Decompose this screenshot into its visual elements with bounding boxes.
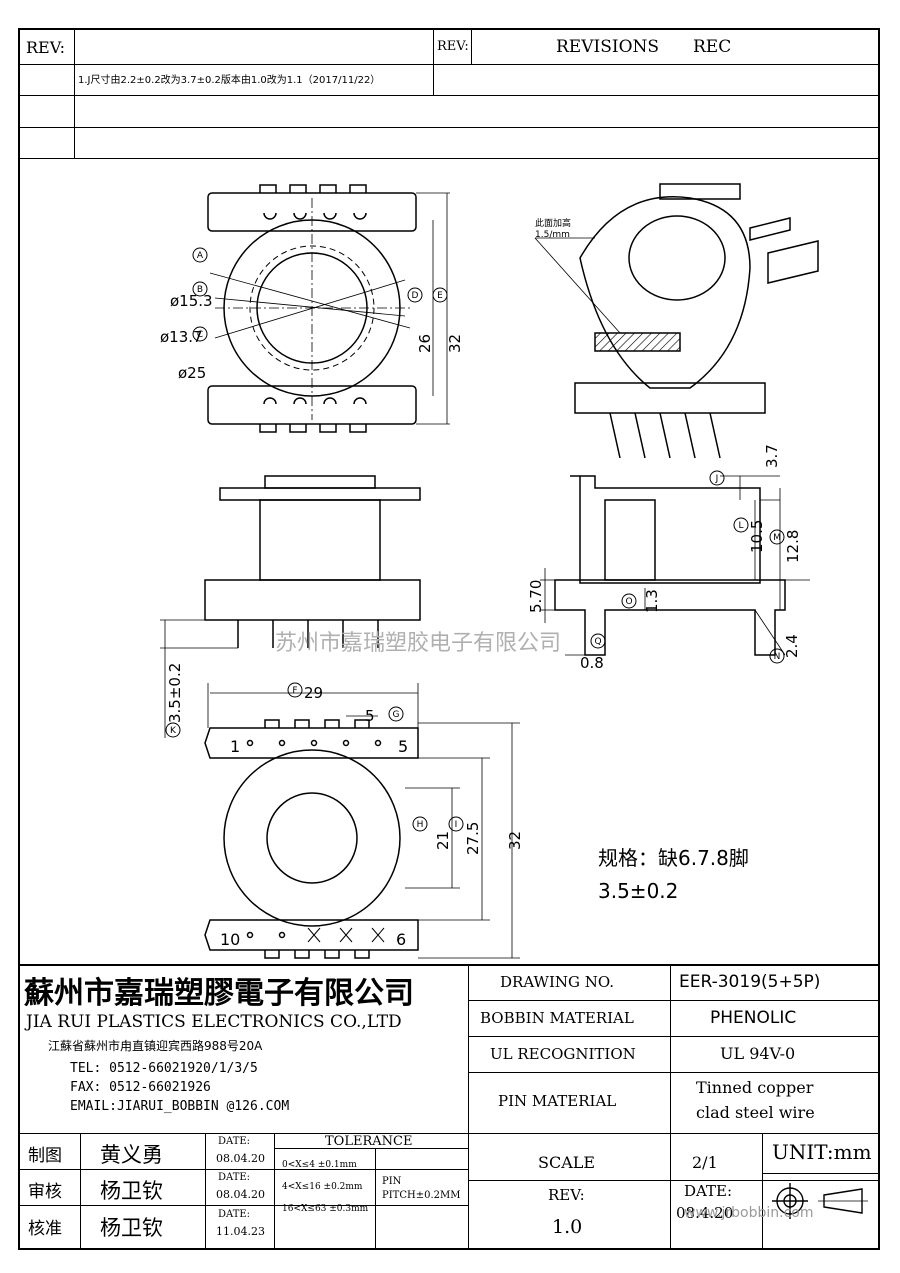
- pin-material-value-1: Tinned copper: [696, 1078, 814, 1097]
- marker-e: E: [437, 291, 443, 301]
- dim-5-70: 5.70: [527, 580, 545, 613]
- top-view: [207, 184, 450, 433]
- role-approver: 核准: [28, 1219, 62, 1239]
- dim-26: 26: [416, 334, 434, 353]
- date-label-drafter: DATE:: [218, 1136, 251, 1147]
- pin-pitch-line-1: PIN: [382, 1176, 402, 1187]
- tolerance-row-2: 4<X≤16 ±0.2mm: [282, 1182, 363, 1192]
- rec-header: REC: [693, 37, 732, 57]
- iso-note-line2: 1.5/mm: [535, 230, 570, 240]
- drawing-no-label: DRAWING NO.: [500, 973, 615, 991]
- unit-label: UNIT:mm: [772, 1140, 872, 1164]
- name-approver: 杨卫钦: [100, 1216, 163, 1240]
- company-address: 江蘇省蘇州市甪直镇迎宾西路988号20A: [48, 1039, 263, 1053]
- company-name-en: JIA RUI PLASTICS ELECTRONICS CO.,LTD: [26, 1012, 402, 1032]
- date-label-approver: DATE:: [218, 1209, 251, 1220]
- side-view: [540, 475, 810, 656]
- website-watermark: www.jrbobbin.com: [684, 1205, 814, 1221]
- dim-3-5: 3.5±0.2: [166, 663, 184, 723]
- rev-label-left: REV:: [26, 38, 66, 57]
- bobbin-material-label: BOBBIN MATERIAL: [480, 1009, 634, 1027]
- marker-k: K: [170, 726, 177, 736]
- technical-drawing: A B C D E J L M O Q N K F G H I ø15.3 ø1…: [160, 183, 819, 959]
- marker-n: N: [774, 652, 781, 662]
- company-tel: TEL: 0512-66021920/1/3/5: [70, 1061, 258, 1076]
- iso-note-line1: 此面加高: [535, 217, 571, 229]
- marker-b: B: [197, 285, 203, 295]
- marker-a: A: [197, 251, 204, 261]
- front-view: [160, 475, 421, 738]
- revision-entry-1: 1.J尺寸由2.2±0.2改为3.7±0.2版本由1.0改为1.1（2017/1…: [78, 75, 381, 86]
- dim-1-3: 1.3: [643, 589, 661, 613]
- date-reviewer: 08.04.20: [216, 1188, 265, 1201]
- company-name-cn: 蘇州市嘉瑞塑膠電子有限公司: [24, 976, 414, 1011]
- bottom-view: [204, 683, 520, 959]
- date-value: 08.4.20: [676, 1204, 734, 1222]
- scale-value: 2/1: [692, 1153, 718, 1172]
- dim-2-4: 2.4: [783, 634, 801, 658]
- tolerance-row-3: 16<X≤63 ±0.3mm: [282, 1204, 369, 1214]
- dim-phi13: ø13.7: [160, 328, 203, 346]
- spec-line2: 3.5±0.2: [598, 879, 678, 903]
- pin-5-label: 5: [398, 737, 408, 756]
- pin-material-value-2: clad steel wire: [696, 1103, 815, 1122]
- date-drafter: 08.04.20: [216, 1152, 265, 1165]
- company-email: EMAIL:JIARUI_BOBBIN @126.COM: [70, 1099, 290, 1114]
- name-reviewer: 杨卫钦: [100, 1179, 163, 1203]
- tolerance-row-1: 0<X≤4 ±0.1mm: [282, 1160, 357, 1170]
- marker-q: Q: [594, 637, 601, 647]
- marker-f: F: [292, 686, 297, 696]
- marker-m: M: [773, 533, 781, 543]
- scale-label: SCALE: [538, 1153, 596, 1172]
- dim-32a: 32: [446, 334, 464, 353]
- ul-recognition-label: UL RECOGNITION: [490, 1045, 636, 1063]
- dim-0-8: 0.8: [580, 654, 604, 672]
- watermark: 苏州市嘉瑞塑胶电子有限公司: [275, 631, 561, 656]
- pin-pitch-line-2: PITCH±0.2MM: [382, 1190, 461, 1201]
- date-label: DATE:: [684, 1182, 733, 1200]
- marker-l: L: [738, 521, 743, 531]
- marker-c: C: [197, 330, 203, 340]
- dim-32b: 32: [506, 831, 524, 850]
- rev-label: REV:: [548, 1186, 585, 1204]
- dim-5: 5: [365, 707, 375, 725]
- date-approver: 11.04.23: [216, 1225, 265, 1238]
- marker-j: J: [715, 474, 719, 484]
- bobbin-material-value: PHENOLIC: [710, 1008, 797, 1028]
- dim-21: 21: [434, 831, 452, 850]
- rev-label-right: REV:: [437, 39, 469, 54]
- spec-line1: 规格：缺6.7.8脚: [598, 846, 749, 870]
- dim-phi25: ø25: [178, 364, 206, 382]
- tolerance-header: TOLERANCE: [325, 1134, 413, 1149]
- marker-d: D: [412, 291, 419, 301]
- dim-12-8: 12.8: [784, 530, 802, 563]
- date-label-reviewer: DATE:: [218, 1172, 251, 1183]
- role-drafter: 制图: [28, 1146, 62, 1166]
- dim-phi15: ø15.3: [170, 292, 213, 310]
- isometric-view: [534, 183, 819, 459]
- pin-6-label: 6: [396, 930, 406, 949]
- revisions-header: REVISIONS: [556, 37, 660, 57]
- marker-h: H: [417, 820, 424, 830]
- projection-symbol-icon: [772, 1183, 868, 1219]
- dim-10-5: 10.5: [748, 520, 766, 553]
- company-fax: FAX: 0512-66021926: [70, 1080, 211, 1095]
- drawing-sheet: REV: REV: REVISIONS REC 1.J尺寸由2.2±0.2改为3…: [18, 28, 880, 1250]
- drawing-no-value: EER-3019(5+5P): [679, 972, 821, 992]
- role-reviewer: 审核: [28, 1182, 62, 1202]
- name-drafter: 黄义勇: [100, 1143, 163, 1167]
- marker-g: G: [393, 710, 400, 720]
- dim-3-7: 3.7: [763, 444, 781, 468]
- marker-i: I: [455, 820, 458, 830]
- dim-29: 29: [304, 684, 323, 702]
- dim-27-5: 27.5: [464, 822, 482, 855]
- marker-o: O: [625, 597, 632, 607]
- rev-value: 1.0: [552, 1216, 583, 1238]
- pin-1-label: 1: [230, 737, 240, 756]
- ul-recognition-value: UL 94V-0: [720, 1044, 796, 1063]
- pin-10-label: 10: [220, 930, 240, 949]
- pin-material-label: PIN MATERIAL: [498, 1092, 617, 1110]
